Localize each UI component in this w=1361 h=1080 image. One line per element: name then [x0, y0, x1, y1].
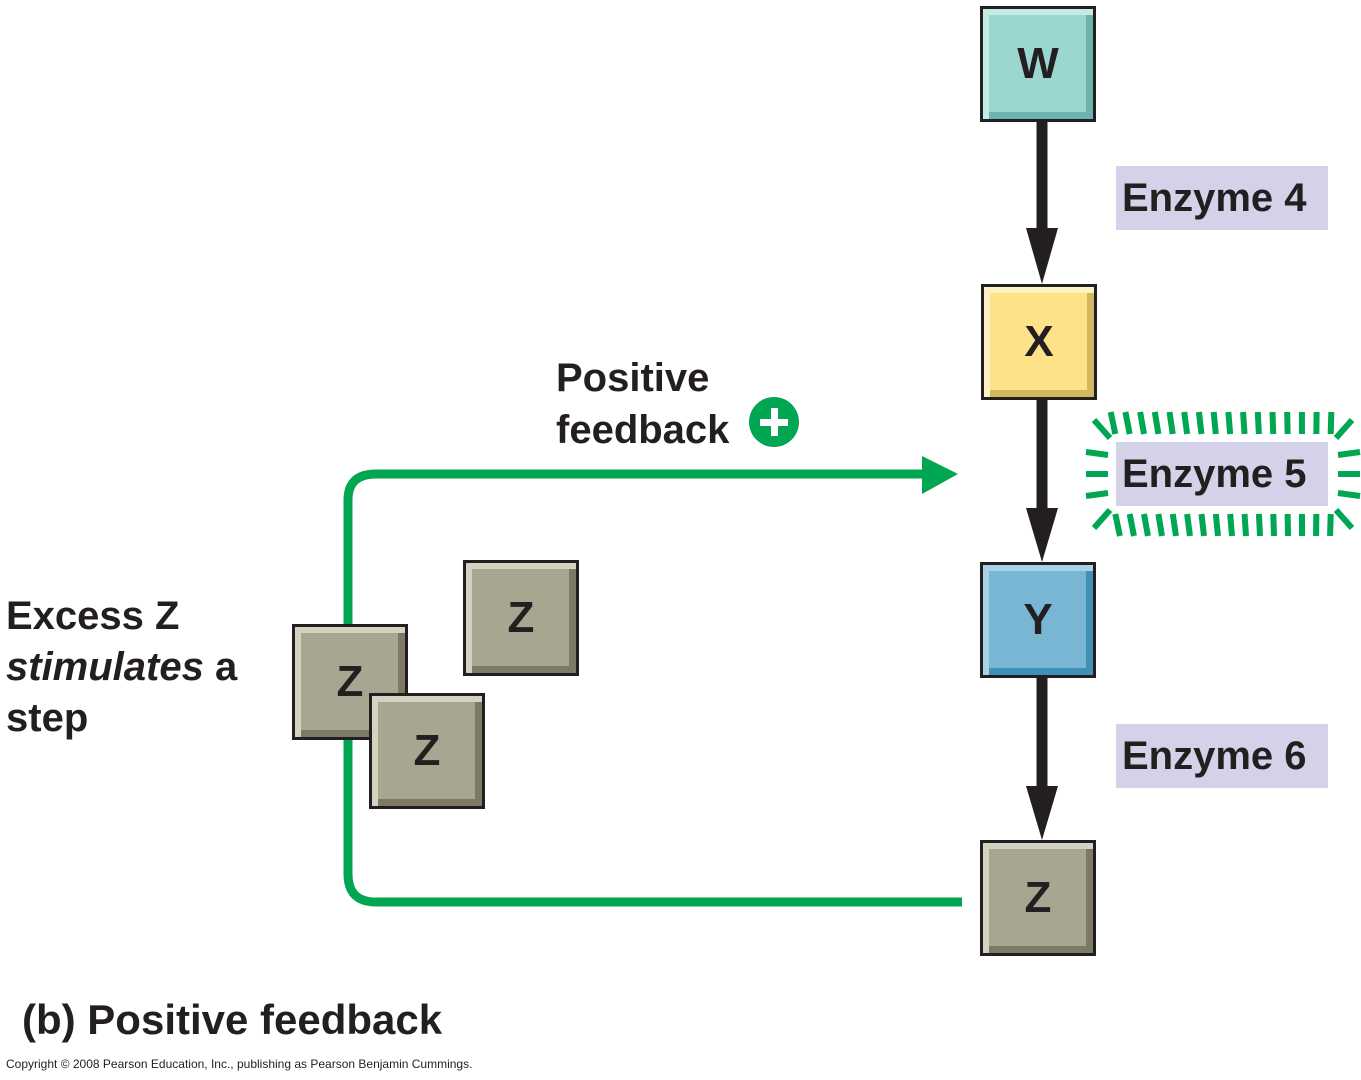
excess-z-molecule: Z — [369, 693, 485, 809]
stimulation-ray — [1269, 411, 1277, 435]
stimulation-ray — [1085, 490, 1109, 499]
molecule-z-label: Z — [1024, 873, 1052, 922]
feedback-label-line2: feedback — [556, 408, 730, 452]
feedback-loop-line — [343, 469, 962, 907]
excess-text-line1: Excess Z — [6, 594, 180, 638]
stimulation-ray — [1210, 411, 1219, 435]
excess-z-label: Z — [507, 593, 535, 642]
excess-text-rest: a — [203, 645, 238, 689]
stimulation-ray — [1255, 513, 1264, 537]
excess-text-line3: step — [6, 696, 89, 740]
arrow-y-to-z — [1026, 678, 1058, 840]
stimulation-ray — [1195, 411, 1205, 435]
feedback-label-line1: Positive — [556, 356, 710, 400]
stimulation-ray — [1112, 513, 1123, 537]
stimulation-ray — [1085, 449, 1109, 458]
stimulation-ray — [1169, 513, 1179, 537]
molecule-x: X — [981, 284, 1097, 400]
copyright-notice: Copyright © 2008 Pearson Education, Inc.… — [6, 1057, 473, 1071]
excess-text-italic: stimulates — [6, 645, 204, 689]
stimulation-ray — [1241, 513, 1250, 537]
stimulation-ray — [1126, 513, 1137, 537]
stimulation-ray — [1107, 411, 1119, 435]
molecule-x-label: X — [1024, 317, 1054, 366]
excess-z-label: Z — [413, 726, 441, 775]
plus-sign-icon — [749, 397, 799, 447]
stimulation-ray — [1327, 513, 1334, 537]
molecule-w-label: W — [1017, 39, 1059, 88]
stimulation-rays — [1085, 411, 1361, 537]
stimulation-ray — [1337, 449, 1361, 458]
stimulation-ray — [1270, 513, 1278, 537]
stimulation-ray — [1337, 490, 1361, 499]
enzyme-6-label: Enzyme 6 — [1116, 724, 1328, 788]
feedback-arrowhead — [922, 456, 958, 494]
stimulation-ray — [1225, 411, 1234, 435]
stimulation-ray — [1141, 513, 1151, 537]
stimulation-ray — [1137, 411, 1147, 435]
figure-caption: (b) Positive feedback — [22, 996, 443, 1043]
stimulation-ray — [1333, 418, 1355, 440]
stimulation-ray — [1254, 411, 1262, 435]
stimulation-ray — [1166, 411, 1176, 435]
stimulation-ray — [1122, 411, 1133, 435]
arrow-w-to-x — [1026, 122, 1058, 284]
stimulation-ray — [1198, 513, 1207, 537]
enzyme-5-label: Enzyme 5 — [1116, 442, 1328, 506]
excess-text-line2: stimulates a — [6, 641, 237, 693]
stimulation-ray — [1091, 418, 1113, 440]
excess-z-molecule: Z — [463, 560, 579, 676]
enzyme-4-label: Enzyme 4 — [1116, 166, 1328, 230]
stimulation-ray — [1151, 411, 1162, 435]
stimulation-ray — [1091, 508, 1113, 530]
molecule-y: Y — [980, 562, 1096, 678]
stimulation-ray — [1181, 411, 1191, 435]
stimulation-ray — [1227, 513, 1235, 537]
excess-z-label: Z — [336, 657, 364, 706]
stimulation-ray — [1155, 513, 1165, 537]
arrow-x-to-y — [1026, 400, 1058, 562]
stimulation-ray — [1212, 513, 1221, 537]
stimulation-ray — [1240, 411, 1248, 435]
molecule-w: W — [980, 6, 1096, 122]
molecule-z: Z — [980, 840, 1096, 956]
stimulation-ray — [1333, 508, 1355, 530]
stimulation-ray — [1327, 411, 1335, 435]
stimulation-ray — [1184, 513, 1193, 537]
molecule-y-label: Y — [1023, 595, 1053, 644]
